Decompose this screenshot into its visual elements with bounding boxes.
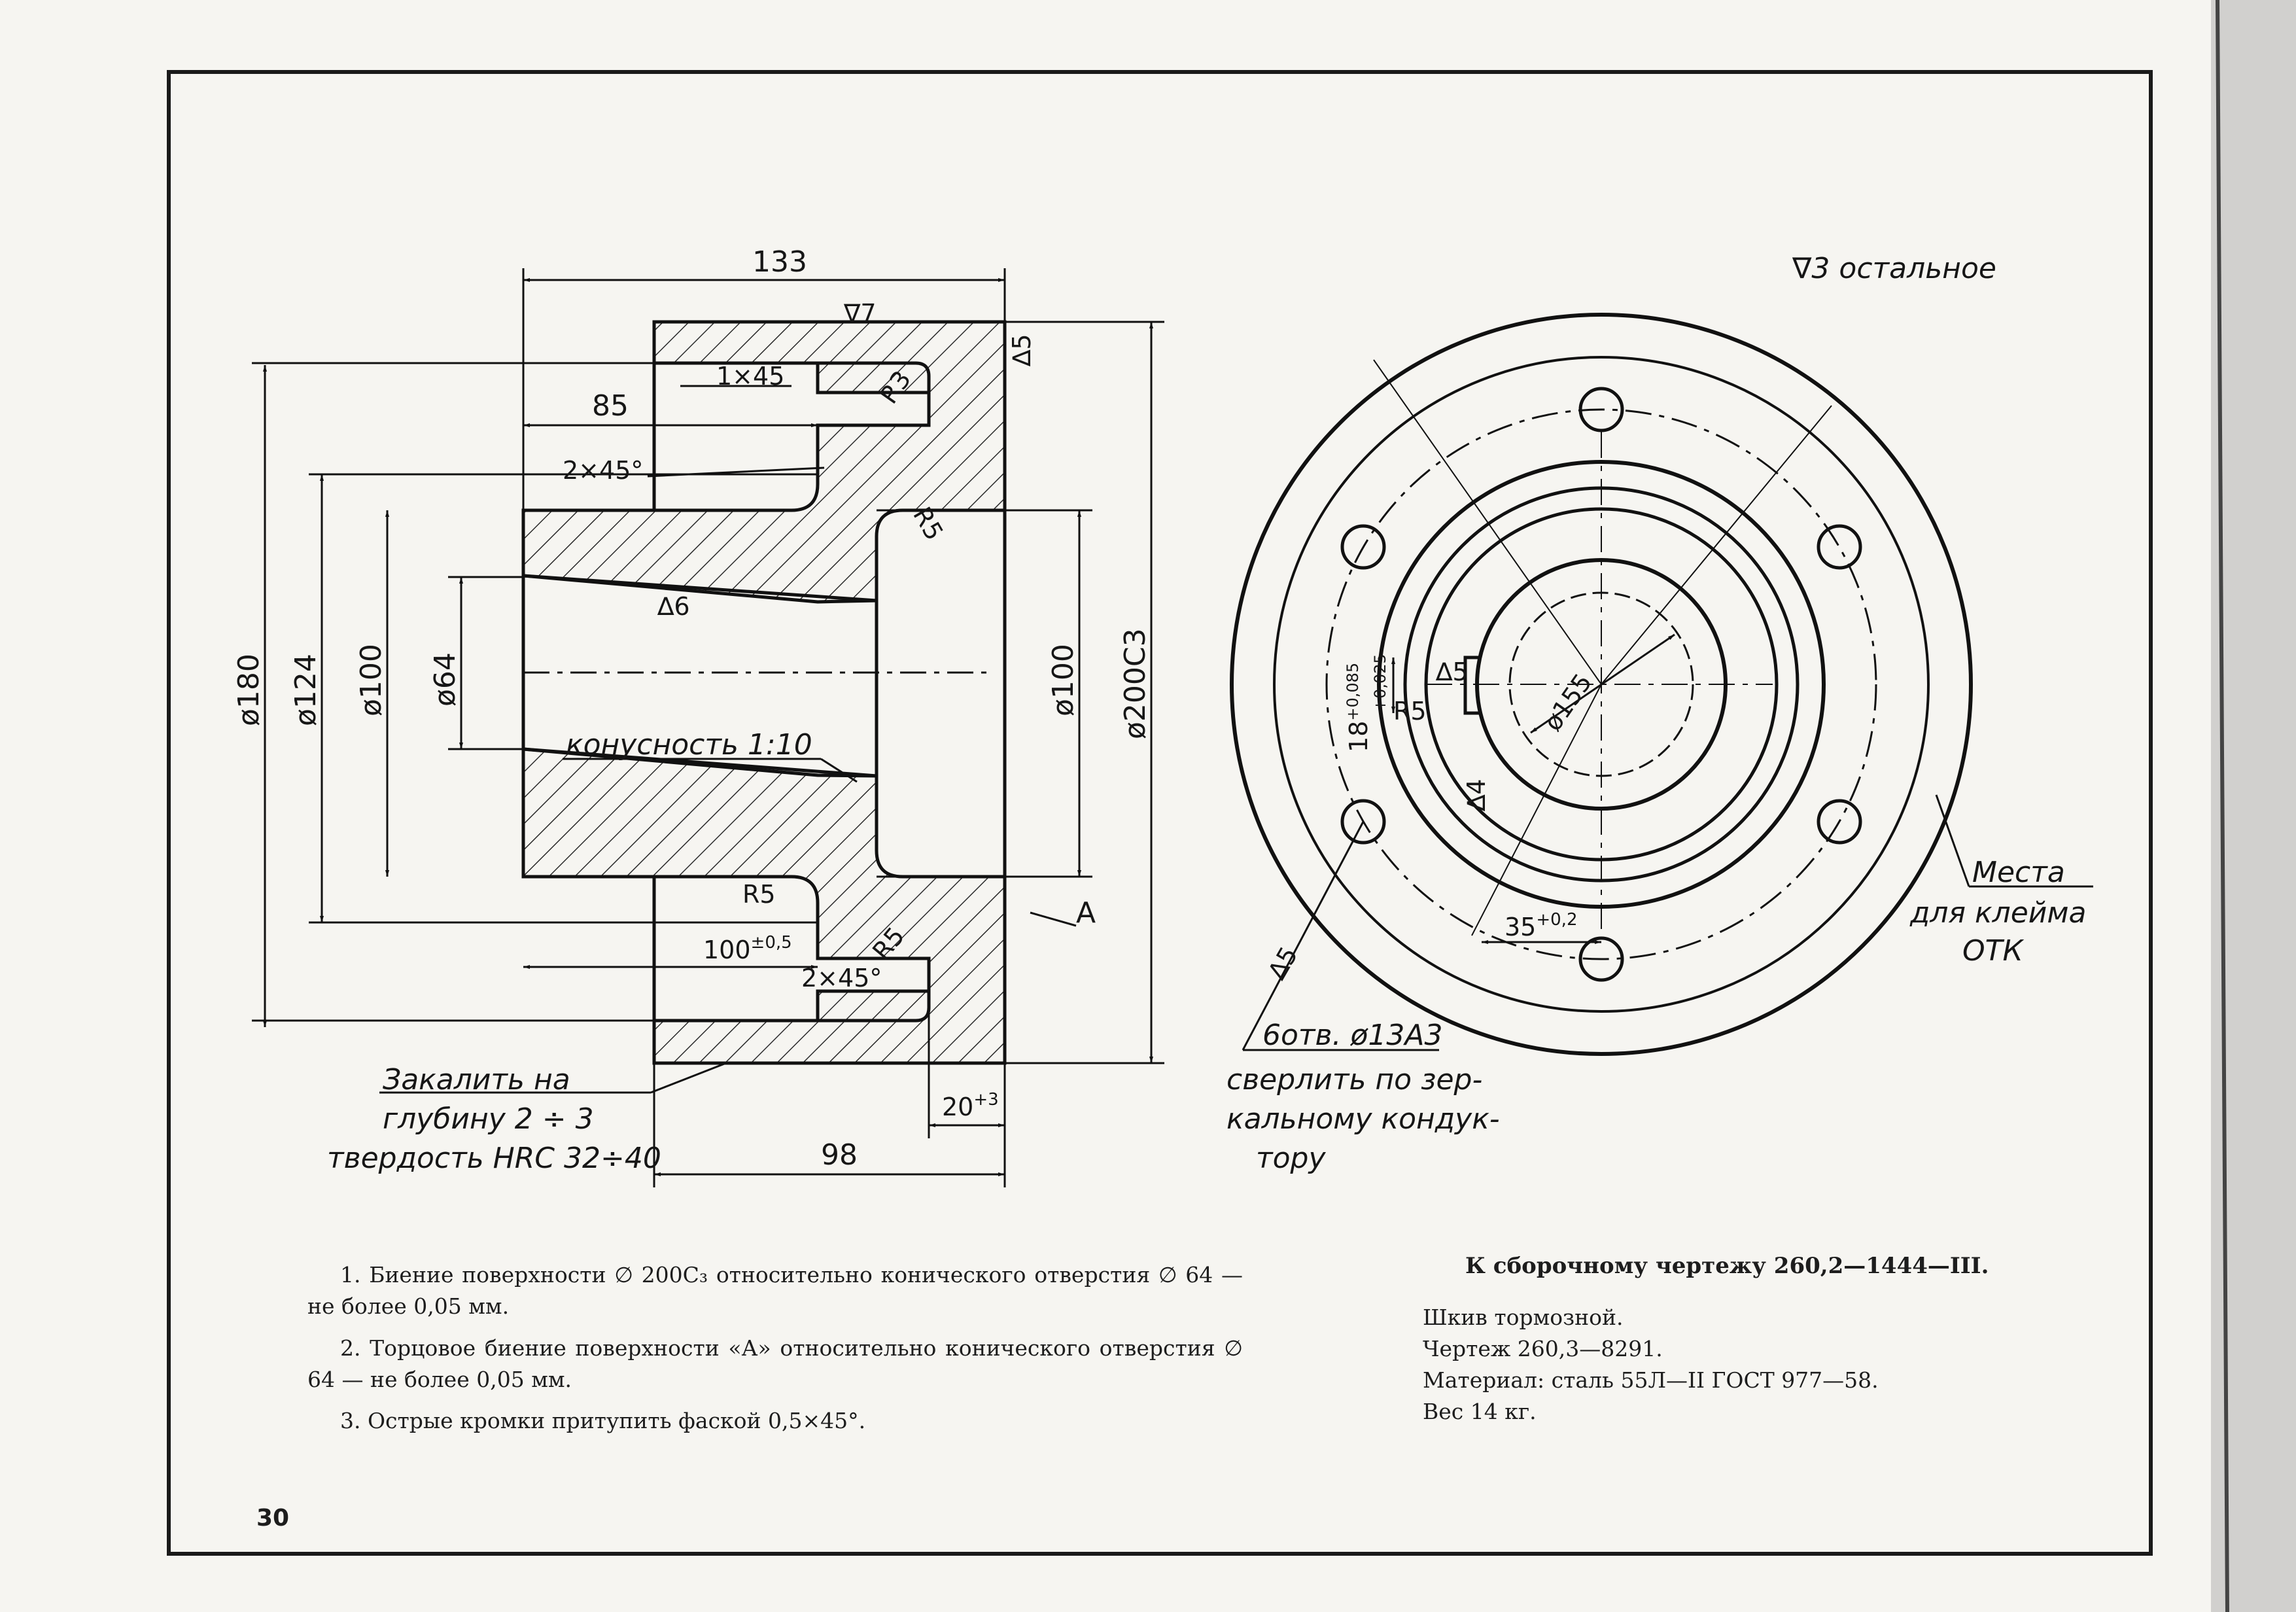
leader-holes	[1242, 821, 1365, 1051]
holes-note-1: 6отв. ø13А3	[1262, 1019, 1442, 1052]
tol-18-value: 18	[1344, 721, 1373, 752]
page-number: 30	[256, 1505, 290, 1532]
technical-notes: 1. Биение поверхности ∅ 200С₃ относитель…	[307, 1259, 1243, 1447]
leader-hardening	[650, 1062, 727, 1094]
section-dimensions	[252, 268, 1164, 1187]
dim-20-value: 20	[942, 1093, 973, 1121]
bolt-hole-3	[1817, 799, 1862, 845]
bolt-hole-4	[1578, 936, 1624, 982]
leader-stamp	[1935, 794, 1970, 887]
roughness-5-label: ∆5	[1007, 334, 1036, 367]
end-view-labels: ∇3 остальное 18+0,085 +0,025 ∆5 R5 ø155 …	[1226, 252, 2087, 1175]
tol-100-sup: ±0,5	[751, 933, 792, 953]
tol-35-value: 35	[1505, 913, 1536, 941]
roughness-4-label: ∆4	[1462, 779, 1491, 812]
bolt-hole-6	[1340, 524, 1386, 570]
note-3: 3. Острые кромки притупить фаской 0,5×45…	[340, 1408, 866, 1434]
tol-35-label: 35+0,2	[1505, 910, 1578, 941]
dim-64-label: ø64	[428, 652, 462, 707]
tol-18-sup: +0,085	[1344, 663, 1362, 721]
hardening-line-1: Закалить на	[383, 1063, 570, 1096]
roughness-6-label: ∆6	[657, 592, 690, 621]
tol-100-label: 100±0,5	[703, 933, 792, 964]
holes-note-3: кальному кондук-	[1226, 1102, 1500, 1136]
tol-100-value: 100	[703, 936, 751, 964]
page-edge-line	[2216, 0, 2229, 1612]
leader-taper	[820, 758, 858, 783]
dim-180-label: ø180	[232, 654, 266, 726]
page-frame	[167, 70, 2153, 1556]
stamp-note-3: ОТК	[1962, 934, 2025, 968]
rim-inner	[1273, 356, 1930, 1013]
spec-line-2: Чертеж 260,3—8291.	[1423, 1335, 1663, 1361]
roughness-5-side-label: ∆5	[1435, 657, 1469, 686]
dim-200-label: ø200С3	[1119, 628, 1152, 739]
roughness-rest-label: ∇3 остальное	[1792, 252, 1996, 285]
tol-18-sub: +0,025	[1371, 654, 1389, 712]
leader-2x45-top	[647, 466, 825, 478]
dim-124-label: ø124	[289, 654, 322, 726]
tol-35-sup: +0,2	[1536, 910, 1577, 930]
inner-recess-upper	[667, 361, 931, 425]
section-labels: 133 ∇7 ∆5 1×45 R3 85 2×45° R5 ∆6 ø180 ø1…	[232, 245, 1152, 1175]
dim-100-left-label: ø100	[355, 644, 388, 716]
leader-a	[1030, 911, 1077, 927]
end-view	[1230, 313, 2093, 1056]
dim-20-sup: +3	[973, 1090, 998, 1110]
dim-100-right-label: ø100	[1047, 644, 1080, 716]
chamfer-2x45-bottom-label: 2×45°	[801, 964, 882, 992]
keyway	[1463, 656, 1482, 715]
bore-edge-lower	[523, 747, 877, 778]
dim-85-label: 85	[592, 389, 629, 423]
dim-20-label: 20+3	[942, 1090, 999, 1121]
taper-label: конусность 1:10	[566, 728, 812, 762]
bolt-circle	[1325, 408, 1877, 960]
hardening-line-3: твердость НRС 32÷40	[327, 1142, 661, 1175]
bolt-hole-1	[1578, 387, 1624, 432]
spec-line-4: Вес 14 кг.	[1423, 1398, 1537, 1424]
roughness-7-label: ∇7	[843, 299, 877, 328]
bolt-hole-5	[1340, 799, 1386, 845]
tol-18-label: 18+0,085	[1344, 663, 1373, 752]
dim-133-label: 133	[752, 245, 807, 279]
note-1: 1. Биение поверхности ∅ 200С₃ относитель…	[307, 1262, 1243, 1319]
dim-line-155	[1530, 633, 1675, 734]
section-a-label: А	[1076, 896, 1096, 930]
holes-note-2: сверлить по зер-	[1226, 1063, 1482, 1096]
stamp-note-2: для клейма	[1909, 896, 2087, 930]
stamp-note-1: Места	[1972, 856, 2065, 889]
diag-line-1	[1373, 359, 1602, 685]
spec-line-1: Шкив тормозной.	[1423, 1305, 1624, 1330]
spec-line-3: Материал: сталь 55Л—II ГОСТ 977—58.	[1423, 1367, 1879, 1393]
outer-rim	[1230, 313, 1973, 1056]
holes-note-4: тору	[1256, 1142, 1326, 1175]
chamfer-1x45-label: 1×45	[716, 362, 784, 391]
r5-bottom-label: R5	[742, 880, 776, 909]
section-hatch-upper	[521, 320, 1007, 604]
part-spec: Шкив тормозной. Чертеж 260,3—8291. Матер…	[1423, 1302, 2208, 1427]
hardening-line-2: глубину 2 ÷ 3	[383, 1102, 594, 1136]
chamfer-2x45-top-label: 2×45°	[563, 456, 643, 485]
dim-155-label: ø155	[1538, 668, 1597, 736]
bore-edge-upper	[523, 574, 877, 603]
bolt-hole-2	[1817, 524, 1862, 570]
r5-side-label: R5	[1393, 697, 1427, 726]
section-view	[521, 320, 1007, 1065]
spec-title: К сборочному чертежу 260,2—1444—III.	[1465, 1253, 1989, 1279]
dim-98-label: 98	[821, 1138, 858, 1172]
note-2: 2. Торцовое биение поверхности «А» относ…	[307, 1335, 1243, 1392]
section-outline	[521, 320, 1007, 1065]
